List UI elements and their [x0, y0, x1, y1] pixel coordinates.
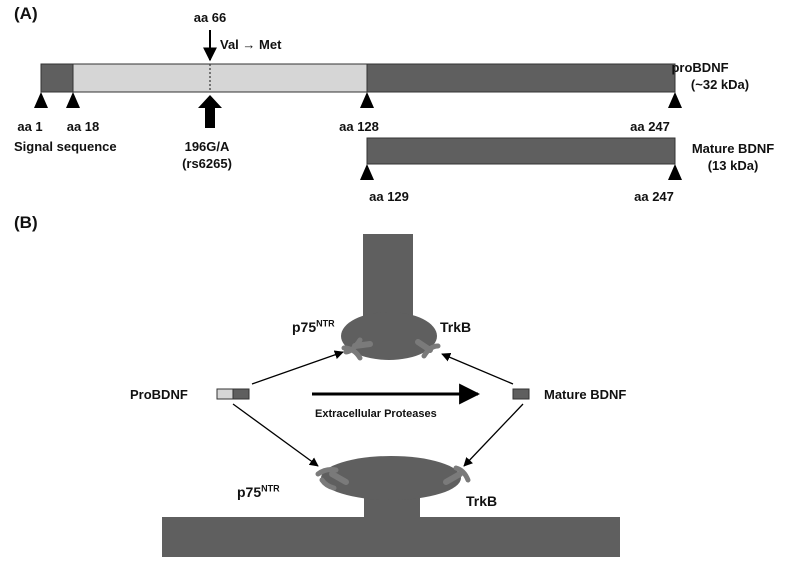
probdnf-label: ProBDNF [130, 387, 188, 402]
aa18-triangle-marker [66, 92, 80, 108]
mature-bdnf-bar [366, 137, 676, 165]
trkb-bottom-label: TrkB [466, 493, 498, 509]
val-met-label: Val → Met [220, 37, 282, 52]
probdnf-to-p75-top-arrow [251, 350, 344, 385]
signal-sequence-label: Signal sequence [14, 139, 117, 154]
aa247-bottom-triangle-marker [668, 164, 682, 180]
mature-to-trkb-bottom-arrow [463, 403, 524, 467]
aa1-triangle-marker [34, 92, 48, 108]
probdnf-to-p75-bottom-arrow [232, 403, 319, 467]
aa129-label: aa 129 [369, 189, 409, 204]
mature-domain-segment [366, 63, 676, 93]
p75-bottom-receptor [315, 467, 349, 491]
probdnf-icon-prodomain [216, 388, 234, 400]
p75-top-receptor [341, 337, 373, 361]
aa1-label: aa 1 [17, 119, 43, 134]
rs-id-label: (rs6265) [182, 156, 232, 171]
bottom-base [162, 517, 620, 557]
extracellular-proteases-label: Extracellular Proteases [315, 408, 437, 420]
signal-sequence-segment [40, 63, 74, 93]
mature-to-trkb-top-arrow [441, 352, 514, 385]
aa128-triangle-marker [360, 92, 374, 108]
trkb-bottom-receptor [443, 465, 471, 485]
trkb-top-receptor [415, 339, 441, 359]
probdnf-icon-mature [232, 388, 250, 400]
bottom-terminal [321, 456, 461, 500]
aa128-label: aa 128 [339, 119, 379, 134]
snp-label: 196G/A [184, 139, 230, 154]
trkb-top-label: TrkB [440, 319, 472, 335]
p75-top-label: p75NTR [292, 318, 335, 335]
aa247-bottom-label: aa 247 [634, 189, 674, 204]
aa247-top-triangle-marker [668, 92, 682, 108]
aa18-label: aa 18 [66, 119, 100, 134]
mature-name-label: Mature BDNF [691, 141, 775, 156]
mature-size-label: (13 kDa) [707, 158, 759, 173]
mature-bdnf-label: Mature BDNF [544, 387, 627, 402]
panel-b-label: (B) [14, 213, 38, 232]
probdnf-name-label: proBDNF [671, 60, 729, 75]
panel-a-label: (A) [14, 4, 38, 23]
top-terminal [341, 312, 437, 360]
aa66-label: aa 66 [193, 10, 227, 25]
top-axon [363, 234, 413, 326]
probdnf-size-label: (~32 kDa) [690, 77, 750, 92]
prodomain-segment [72, 63, 368, 93]
aa129-triangle-marker [360, 164, 374, 180]
p75-bottom-label: p75NTR [237, 483, 280, 500]
mature-bdnf-icon [512, 388, 530, 400]
snp-up-arrow [198, 95, 222, 128]
aa247-top-label: aa 247 [630, 119, 670, 134]
